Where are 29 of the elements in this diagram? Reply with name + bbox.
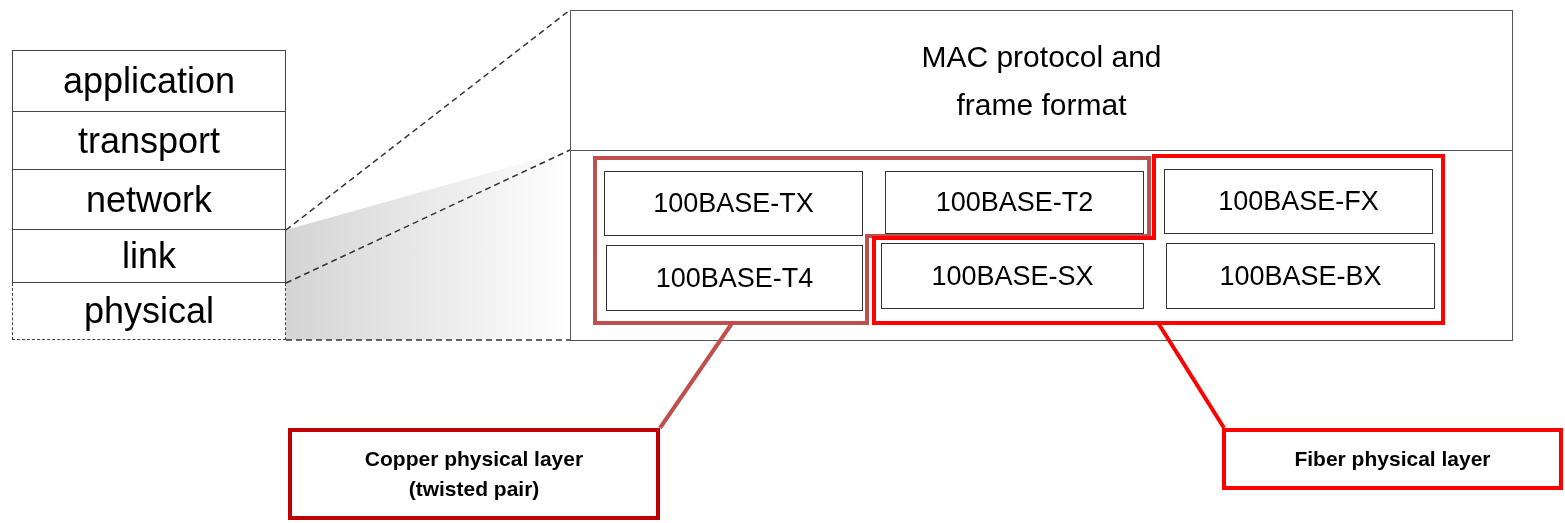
leader-line [658, 320, 735, 430]
layer-label: 100BASE-BX [1219, 260, 1382, 292]
layer-label: 100BASE-T2 [935, 187, 1094, 218]
layer-label: 100BASE-SX [931, 260, 1094, 292]
layer-label: 100BASE-TX [653, 188, 814, 219]
callout-text: Copper physical layer (twisted pair) [363, 445, 585, 502]
layer-heading: MAC protocol and frame format [920, 38, 1163, 123]
protocol-layer-box [12, 50, 286, 112]
mac-layer-box [570, 10, 1513, 341]
protocol-layer-box [12, 170, 286, 230]
callout-box [288, 428, 660, 520]
layer-label: 100BASE-FX [1218, 186, 1379, 217]
protocol-layer-box [12, 112, 286, 170]
standard-box [881, 243, 1144, 309]
layer-label: transport [77, 119, 221, 162]
layer-label: physical [83, 290, 215, 332]
layer-label: application [62, 60, 236, 102]
protocol-layer-box [12, 230, 286, 283]
callout-box [1222, 428, 1563, 490]
standard-box [606, 245, 863, 311]
layer-label: network [85, 178, 213, 221]
layer-label: 100BASE-T4 [655, 262, 814, 294]
standard-box [1164, 169, 1433, 234]
layer-label: link [122, 235, 176, 277]
standard-box [885, 171, 1144, 234]
protocol-layer-box [12, 283, 286, 340]
standard-box [1166, 243, 1435, 309]
callout-text: Fiber physical layer [1294, 445, 1491, 472]
standard-box [604, 171, 863, 236]
